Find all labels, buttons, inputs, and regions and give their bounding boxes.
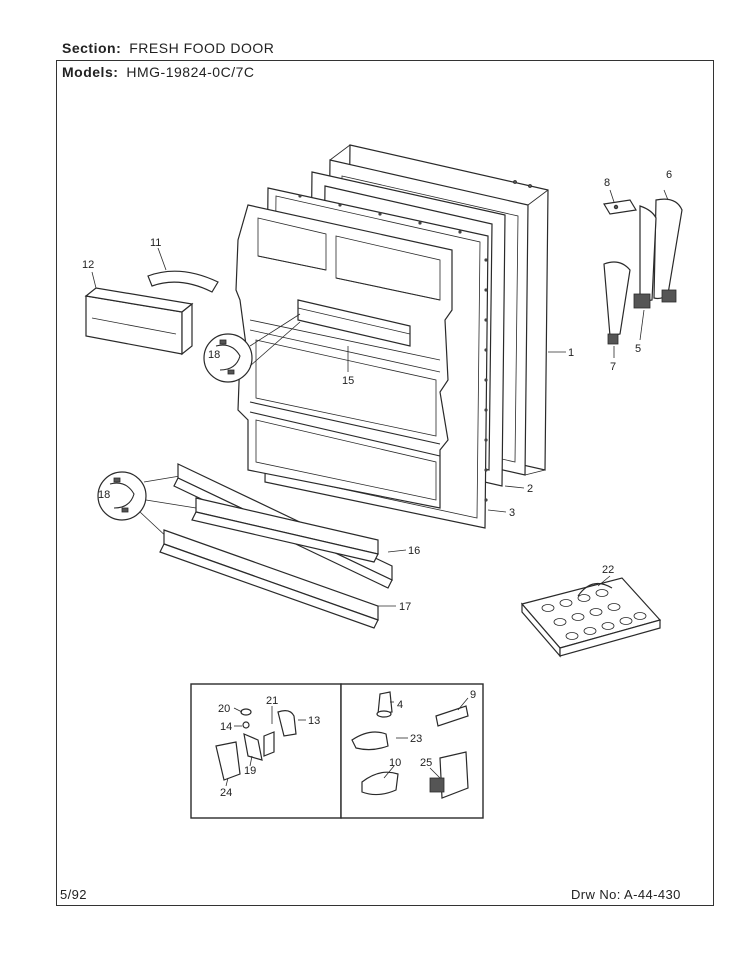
models-label: Models: bbox=[62, 64, 119, 80]
callout-5: 5 bbox=[635, 343, 641, 355]
callout-18-lower: 18 bbox=[98, 489, 110, 501]
footer-date: 5/92 bbox=[60, 887, 87, 902]
callout-10: 10 bbox=[389, 757, 401, 769]
callout-23: 23 bbox=[410, 733, 422, 745]
callout-11: 11 bbox=[150, 237, 161, 249]
door-liner-shelves bbox=[235, 204, 453, 509]
egg-tray bbox=[520, 577, 662, 658]
callout-3: 3 bbox=[509, 507, 515, 519]
door-shelf-bar-middle bbox=[191, 497, 379, 563]
callout-13: 13 bbox=[308, 715, 320, 727]
butter-compartment-door bbox=[147, 270, 219, 293]
callout-1: 1 bbox=[568, 347, 574, 359]
door-shelf-bar-lower bbox=[159, 529, 379, 629]
callout-labels: 1 2 3 4 5 6 7 8 9 10 11 12 13 14 15 16 1… bbox=[82, 169, 672, 799]
callout-18-upper: 18 bbox=[208, 349, 220, 361]
callout-17: 17 bbox=[399, 601, 411, 613]
callout-2: 2 bbox=[527, 483, 533, 495]
callout-6: 6 bbox=[666, 169, 672, 181]
hardware-inset-right bbox=[340, 683, 484, 819]
callout-7: 7 bbox=[610, 361, 616, 373]
section-value: FRESH FOOD DOOR bbox=[129, 40, 275, 56]
callout-16: 16 bbox=[408, 545, 420, 557]
dairy-compartment bbox=[84, 287, 194, 356]
shelf-retainer-bar bbox=[297, 299, 411, 347]
callout-22: 22 bbox=[602, 564, 614, 576]
callout-8: 8 bbox=[604, 177, 610, 189]
detail-circle-18-upper bbox=[203, 313, 301, 383]
hinge-strap-assembly bbox=[603, 198, 683, 345]
callout-19: 19 bbox=[244, 765, 256, 777]
models-value: HMG-19824-0C/7C bbox=[126, 64, 255, 80]
callout-14: 14 bbox=[220, 721, 232, 733]
callout-4: 4 bbox=[397, 699, 403, 711]
callout-12: 12 bbox=[82, 259, 94, 271]
callout-21: 21 bbox=[266, 695, 278, 707]
callout-leader-lines bbox=[91, 189, 669, 787]
footer-drawing-number: Drw No: A-44-430 bbox=[571, 887, 681, 902]
diagram-frame bbox=[56, 60, 714, 906]
section-label: Section: bbox=[62, 40, 122, 56]
callout-20: 20 bbox=[218, 703, 230, 715]
hardware-inset-left bbox=[190, 683, 342, 819]
section-heading: Section: FRESH FOOD DOOR bbox=[62, 40, 274, 56]
callout-25: 25 bbox=[420, 757, 432, 769]
detail-circle-18-lower bbox=[97, 471, 197, 541]
callout-24: 24 bbox=[220, 787, 232, 799]
models-heading: Models: HMG-19824-0C/7C bbox=[62, 64, 255, 80]
callout-15: 15 bbox=[342, 375, 354, 387]
callout-9: 9 bbox=[470, 689, 476, 701]
